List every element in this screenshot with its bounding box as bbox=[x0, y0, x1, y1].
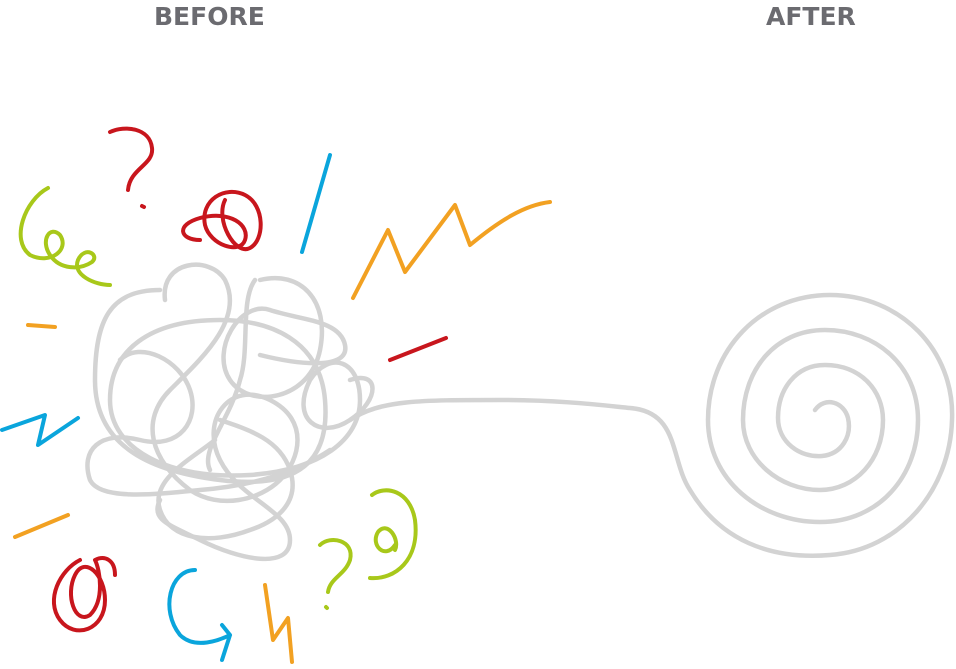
after-label: AFTER bbox=[766, 2, 856, 31]
before-label: BEFORE bbox=[154, 2, 265, 31]
unwinding-line bbox=[347, 292, 955, 558]
tangled-scribble bbox=[85, 262, 375, 562]
chaos-doodles bbox=[0, 126, 552, 664]
